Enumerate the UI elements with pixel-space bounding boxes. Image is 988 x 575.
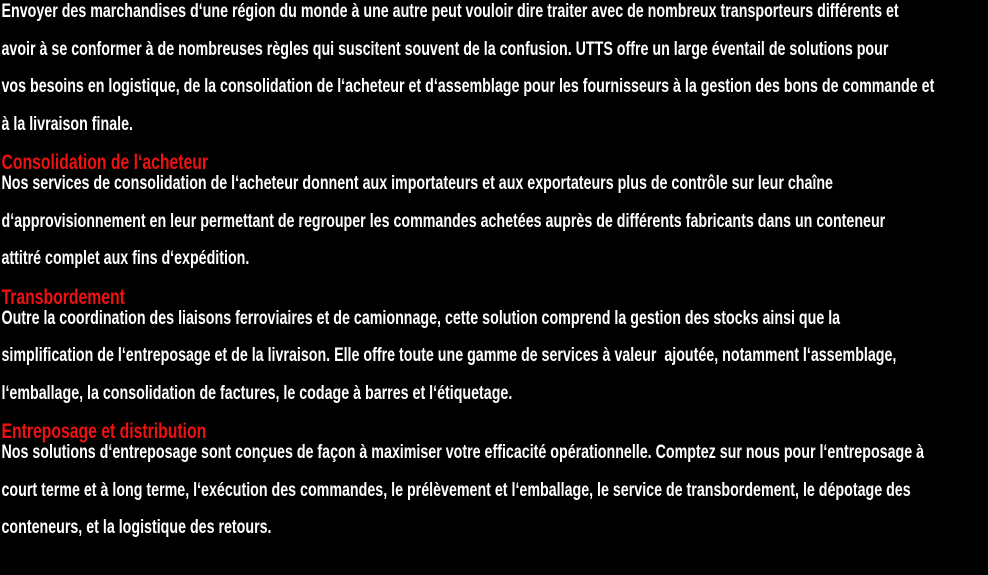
section-warehousing-distribution: Entreposage et distribution Nos solution… <box>2 421 988 547</box>
section-body-buyer-consolidation: Nos services de consolidation de l‘achet… <box>1 173 886 269</box>
section-body-transloading: Outre la coordination des liaisons ferro… <box>1 307 897 404</box>
section-buyer-consolidation: Consolidation de l‘acheteur Nos services… <box>2 152 988 278</box>
text-content: Envoyer des marchandises d‘une région du… <box>1 1 988 547</box>
section-body-warehousing-distribution: Nos solutions d‘entreposage sont conçues… <box>1 442 925 538</box>
intro-paragraph: Envoyer des marchandises d‘une région du… <box>1 1 935 135</box>
section-heading-warehousing-distribution: Entreposage et distribution <box>1 420 207 443</box>
section-heading-buyer-consolidation: Consolidation de l‘acheteur <box>1 151 209 174</box>
section-heading-transloading: Transbordement <box>1 285 125 309</box>
section-transloading: Transbordement Outre la coordination des… <box>1 285 988 413</box>
